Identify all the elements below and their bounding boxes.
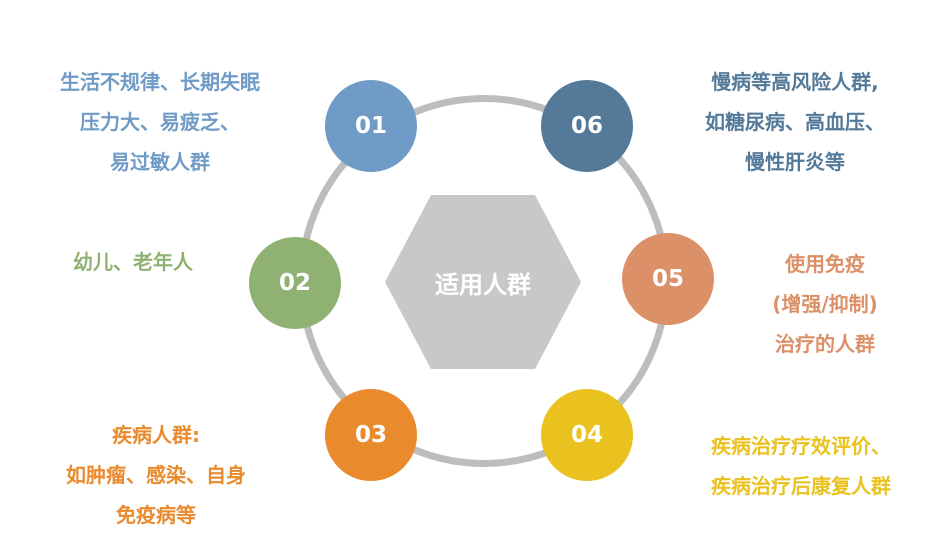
center-hexagon: 适用人群 bbox=[385, 195, 581, 369]
node-03: 03 bbox=[325, 389, 417, 481]
node-03-number: 03 bbox=[354, 422, 387, 448]
caption-06-line-2: 如糖尿病、高血压、 bbox=[705, 110, 885, 134]
node-01-number: 01 bbox=[354, 113, 387, 139]
caption-02-line-1: 幼儿、老年人 bbox=[73, 250, 193, 274]
caption-03-line-2: 如肿瘤、感染、自身 bbox=[66, 463, 246, 487]
caption-04-line-1: 疾病治疗疗效评价、 bbox=[711, 434, 891, 458]
caption-02: 幼儿、老年人 bbox=[48, 242, 218, 282]
caption-01-line-1: 生活不规律、长期失眠 bbox=[60, 70, 260, 94]
caption-04-line-2: 疾病治疗后康复人群 bbox=[711, 474, 891, 498]
caption-06-line-3: 慢性肝炎等 bbox=[745, 150, 845, 174]
node-06: 06 bbox=[541, 80, 633, 172]
caption-05: 使用免疫 (增强/抑制) 治疗的人群 bbox=[745, 244, 905, 364]
caption-01-line-3: 易过敏人群 bbox=[110, 150, 210, 174]
caption-04: 疾病治疗疗效评价、 疾病治疗后康复人群 bbox=[685, 426, 917, 506]
caption-06-line-1: 慢病等高风险人群, bbox=[711, 70, 879, 94]
center-label: 适用人群 bbox=[435, 270, 531, 299]
caption-05-line-3: 治疗的人群 bbox=[775, 332, 875, 356]
node-04: 04 bbox=[541, 389, 633, 481]
node-02-number: 02 bbox=[278, 270, 311, 296]
caption-05-line-2: (增强/抑制) bbox=[772, 292, 878, 316]
caption-01: 生活不规律、长期失眠 压力大、易疲乏、 易过敏人群 bbox=[30, 62, 290, 182]
node-06-number: 06 bbox=[570, 113, 603, 139]
node-02: 02 bbox=[249, 237, 341, 329]
node-05-number: 05 bbox=[651, 266, 684, 292]
caption-06: 慢病等高风险人群, 如糖尿病、高血压、 慢性肝炎等 bbox=[675, 62, 915, 182]
caption-03: 疾病人群: 如肿瘤、感染、自身 免疫病等 bbox=[40, 415, 272, 535]
node-04-number: 04 bbox=[570, 422, 603, 448]
node-01: 01 bbox=[325, 80, 417, 172]
caption-03-line-3: 免疫病等 bbox=[116, 503, 196, 527]
node-05: 05 bbox=[622, 233, 714, 325]
caption-01-line-2: 压力大、易疲乏、 bbox=[80, 110, 240, 134]
caption-03-line-1: 疾病人群: bbox=[112, 423, 200, 447]
caption-05-line-1: 使用免疫 bbox=[785, 252, 865, 276]
